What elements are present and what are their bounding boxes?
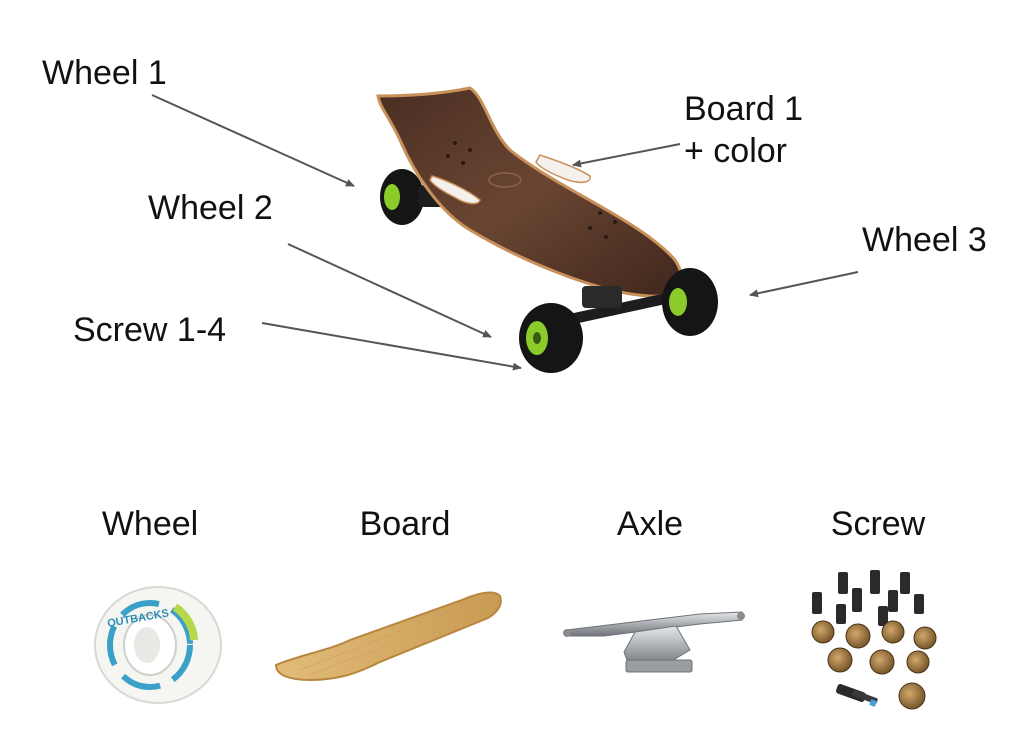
front-right-wheel bbox=[662, 268, 718, 336]
part-screw-image bbox=[811, 570, 937, 710]
callout-board-1-line1: Board 1 bbox=[684, 90, 804, 128]
part-title-wheel: Wheel bbox=[101, 505, 199, 543]
callout-wheel-2: Wheel 2 bbox=[148, 189, 273, 227]
arrow-board-1 bbox=[572, 143, 681, 168]
callout-board-1-line2: + color bbox=[684, 132, 787, 170]
callout-board-1: Board 1 + color bbox=[684, 88, 803, 172]
part-board-image bbox=[274, 591, 502, 682]
callout-arrows bbox=[151, 94, 859, 371]
front-left-wheel bbox=[519, 303, 583, 373]
callout-wheel-1: Wheel 1 bbox=[42, 54, 167, 92]
callout-wheel-3: Wheel 3 bbox=[862, 221, 987, 259]
part-title-board: Board bbox=[359, 505, 451, 543]
part-wheel-image: OUTBACKS bbox=[94, 586, 222, 704]
part-axle-image bbox=[563, 611, 745, 673]
arrow-wheel-2 bbox=[287, 243, 492, 338]
callout-screw: Screw 1-4 bbox=[73, 311, 227, 349]
skateboard-illustration bbox=[376, 86, 718, 373]
arrow-screw bbox=[261, 322, 522, 371]
part-title-axle: Axle bbox=[616, 505, 684, 543]
arrow-wheel-1 bbox=[151, 94, 355, 187]
arrow-wheel-3 bbox=[749, 271, 859, 298]
part-title-screw: Screw bbox=[830, 505, 926, 543]
